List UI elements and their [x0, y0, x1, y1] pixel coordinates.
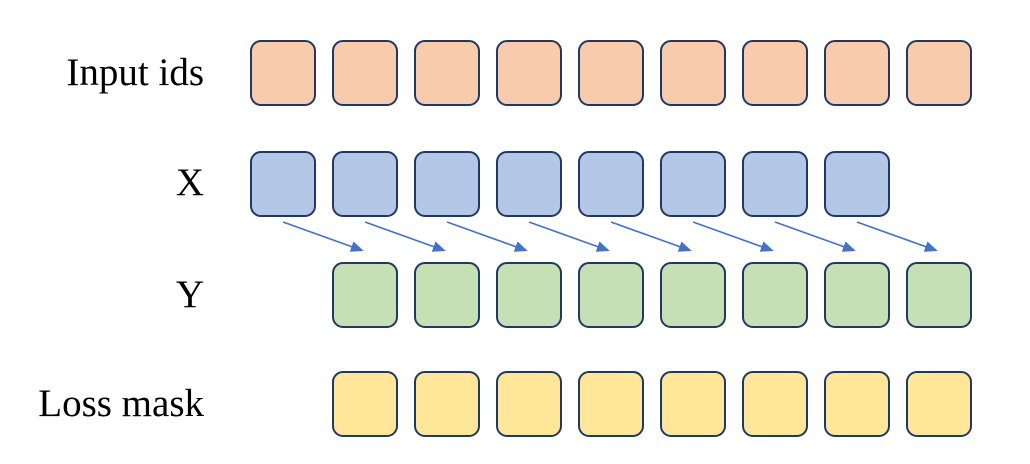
loss-mask-token [414, 371, 480, 437]
input-ids-token [332, 40, 398, 106]
input-ids-token [660, 40, 726, 106]
x-token [660, 151, 726, 217]
loss-mask-token [906, 371, 972, 437]
row-label-x: X [175, 161, 204, 204]
x-token [414, 151, 480, 217]
row-label-y: Y [175, 273, 204, 316]
loss-mask-token [742, 371, 808, 437]
x-token [578, 151, 644, 217]
loss-mask-token [660, 371, 726, 437]
input-ids-token [250, 40, 316, 106]
y-token [414, 262, 480, 328]
x-token [332, 151, 398, 217]
row-label-input-ids: Input ids [66, 51, 204, 94]
shift-arrow [528, 221, 610, 252]
y-token [578, 262, 644, 328]
y-token [742, 262, 808, 328]
shift-arrow [282, 221, 364, 252]
input-ids-token [906, 40, 972, 106]
input-ids-token [742, 40, 808, 106]
y-token [906, 262, 972, 328]
loss-mask-token [578, 371, 644, 437]
x-token [742, 151, 808, 217]
shift-arrow [856, 221, 938, 252]
y-token [824, 262, 890, 328]
y-token [496, 262, 562, 328]
shift-arrow [364, 221, 446, 252]
loss-mask-token [496, 371, 562, 437]
shift-arrow [446, 221, 528, 252]
input-ids-token [496, 40, 562, 106]
y-token [660, 262, 726, 328]
x-token [496, 151, 562, 217]
shift-arrow [774, 221, 856, 252]
x-token [250, 151, 316, 217]
input-ids-token [824, 40, 890, 106]
input-ids-token [578, 40, 644, 106]
y-token [332, 262, 398, 328]
shift-arrow [610, 221, 692, 252]
loss-mask-token [824, 371, 890, 437]
input-ids-token [414, 40, 480, 106]
loss-mask-token [332, 371, 398, 437]
shift-arrow [692, 221, 774, 252]
x-token [824, 151, 890, 217]
row-label-loss-mask: Loss mask [38, 382, 204, 425]
